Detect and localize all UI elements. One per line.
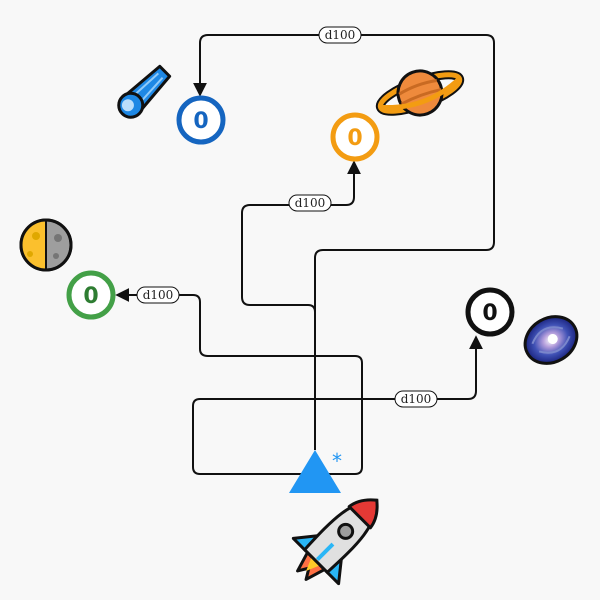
edge-to-comet: d100 — [193, 26, 495, 450]
svg-text:0: 0 — [193, 109, 208, 134]
galaxy-icon — [523, 315, 579, 365]
ringed-planet-icon — [375, 69, 465, 117]
node-galaxy[interactable]: 0 — [465, 287, 515, 337]
svg-text:0: 0 — [83, 284, 98, 309]
node-moon[interactable]: 0 — [66, 270, 116, 320]
svg-text:d100: d100 — [401, 392, 432, 406]
rocket-icon — [291, 498, 379, 586]
svg-text:d100: d100 — [143, 288, 174, 302]
edge-label-comet: d100 — [318, 26, 362, 44]
player-token[interactable]: * — [289, 449, 342, 493]
edge-to-galaxy: d100 — [192, 335, 483, 475]
node-comet[interactable]: 0 — [176, 95, 226, 145]
node-saturn[interactable]: 0 — [330, 112, 380, 162]
edge-label-saturn: d100 — [288, 194, 332, 212]
edge-label-moon: d100 — [136, 286, 180, 304]
edge-label-galaxy: d100 — [394, 390, 438, 408]
comet-icon — [117, 64, 172, 119]
player-marker: * — [332, 449, 342, 473]
edge-to-moon: d100 — [115, 286, 363, 475]
svg-text:d100: d100 — [295, 196, 326, 210]
svg-text:0: 0 — [347, 126, 362, 151]
svg-text:0: 0 — [482, 301, 497, 326]
half-moon-icon — [19, 218, 73, 272]
svg-text:d100: d100 — [325, 28, 356, 42]
edge-to-saturn: d100 — [241, 160, 361, 450]
